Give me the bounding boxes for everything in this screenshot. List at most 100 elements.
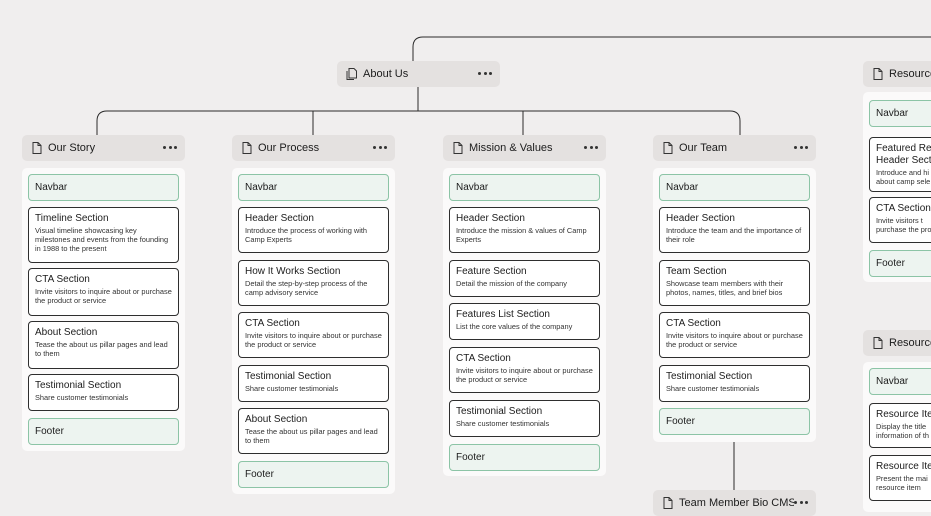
page-node-label: Mission & Values — [469, 142, 553, 154]
page-node-our-team[interactable]: Our Team — [653, 135, 816, 161]
more-options-icon[interactable] — [478, 72, 492, 76]
page-icon — [31, 142, 42, 154]
pages-stack-icon — [346, 68, 357, 80]
page-icon — [452, 142, 463, 154]
section-card-footer[interactable]: Footer — [28, 418, 179, 445]
section-description: Detail the step-by-step process of the c… — [245, 279, 368, 297]
section-description: Present the mai resource item — [876, 474, 928, 492]
section-description: Tease the about us pillar pages and lead… — [35, 340, 168, 358]
section-card-navbar[interactable]: Navbar — [869, 100, 931, 127]
section-title: Testimonial Section — [245, 371, 332, 382]
section-title: Header Section — [456, 213, 525, 224]
section-description: Introduce and hi about camp sele — [876, 168, 931, 186]
section-title: Header Section — [245, 213, 314, 224]
section-description: Invite visitors to inquire about or purc… — [35, 287, 172, 305]
section-title: About Section — [35, 327, 98, 338]
section-title: Navbar — [876, 107, 909, 119]
more-options-icon[interactable] — [794, 146, 808, 150]
page-node-resource[interactable]: Resource — [863, 61, 931, 87]
section-description: Introduce the team and the importance of… — [666, 226, 802, 244]
more-options-icon[interactable] — [794, 501, 808, 505]
section-title: Footer — [876, 257, 905, 269]
section-description: Invite visitors to inquire about or purc… — [456, 366, 593, 384]
page-node-label: Resource — [889, 337, 931, 349]
section-card-navbar[interactable]: Navbar — [28, 174, 179, 201]
page-node-about-us[interactable]: About Us — [337, 61, 500, 87]
section-card-footer[interactable]: Footer — [449, 444, 600, 471]
section-description: Introduce the mission & values of Camp E… — [456, 226, 587, 244]
page-node-our-process[interactable]: Our Process — [232, 135, 395, 161]
section-title: Features List Section — [456, 309, 550, 320]
section-title: Footer — [245, 468, 274, 480]
section-description: Invite visitors to inquire about or purc… — [666, 331, 803, 349]
section-title: Featured Res — [876, 143, 931, 154]
section-card-footer[interactable]: Footer — [238, 461, 389, 488]
section-card-footer[interactable]: Footer — [659, 408, 810, 435]
page-icon — [872, 337, 883, 349]
page-icon — [662, 142, 673, 154]
section-description: Invite visitors to inquire about or purc… — [245, 331, 382, 349]
page-node-label: Team Member Bio CMS — [679, 497, 794, 509]
section-card-navbar[interactable]: Navbar — [449, 174, 600, 201]
section-title: CTA Section — [245, 318, 300, 329]
section-title: CTA Section — [456, 353, 511, 364]
section-title: Feature Section — [456, 266, 527, 277]
section-description: Share customer testimonials — [35, 393, 129, 402]
section-title: Footer — [666, 415, 695, 427]
section-title: Testimonial Section — [666, 371, 753, 382]
page-node-our-story[interactable]: Our Story — [22, 135, 185, 161]
section-description: Detail the mission of the company — [456, 279, 567, 288]
more-options-icon[interactable] — [163, 146, 177, 150]
page-icon — [662, 497, 673, 509]
section-title: Footer — [35, 425, 64, 437]
section-card-navbar[interactable]: Navbar — [238, 174, 389, 201]
section-description: Visual timeline showcasing key milestone… — [35, 226, 169, 253]
more-options-icon[interactable] — [373, 146, 387, 150]
cms-node-team-member-bio[interactable]: Team Member Bio CMS — [653, 490, 816, 516]
section-title: Navbar — [35, 181, 68, 193]
page-node-label: About Us — [363, 68, 409, 80]
section-description: Showcase team members with their photos,… — [666, 279, 784, 297]
section-card-navbar[interactable]: Navbar — [869, 368, 931, 395]
section-description: Tease the about us pillar pages and lead… — [245, 427, 378, 445]
section-description: Share customer testimonials — [456, 419, 550, 428]
section-title: Resource Ite — [876, 461, 931, 472]
section-title: CTA Section — [35, 274, 90, 285]
section-description: Share customer testimonials — [245, 384, 339, 393]
more-options-icon[interactable] — [584, 146, 598, 150]
page-node-resource[interactable]: Resource — [863, 330, 931, 356]
page-node-label: Our Story — [48, 142, 96, 154]
section-card-navbar[interactable]: Navbar — [659, 174, 810, 201]
section-title: Navbar — [456, 181, 489, 193]
page-node-label: Our Process — [258, 142, 320, 154]
section-title: CTA Section — [666, 318, 721, 329]
page-node-mission-values[interactable]: Mission & Values — [443, 135, 606, 161]
section-title: Footer — [456, 451, 485, 463]
section-card-footer[interactable]: Footer — [869, 250, 931, 277]
section-title: About Section — [245, 414, 308, 425]
section-description: Invite visitors t purchase the pro — [876, 216, 931, 234]
page-icon — [241, 142, 252, 154]
